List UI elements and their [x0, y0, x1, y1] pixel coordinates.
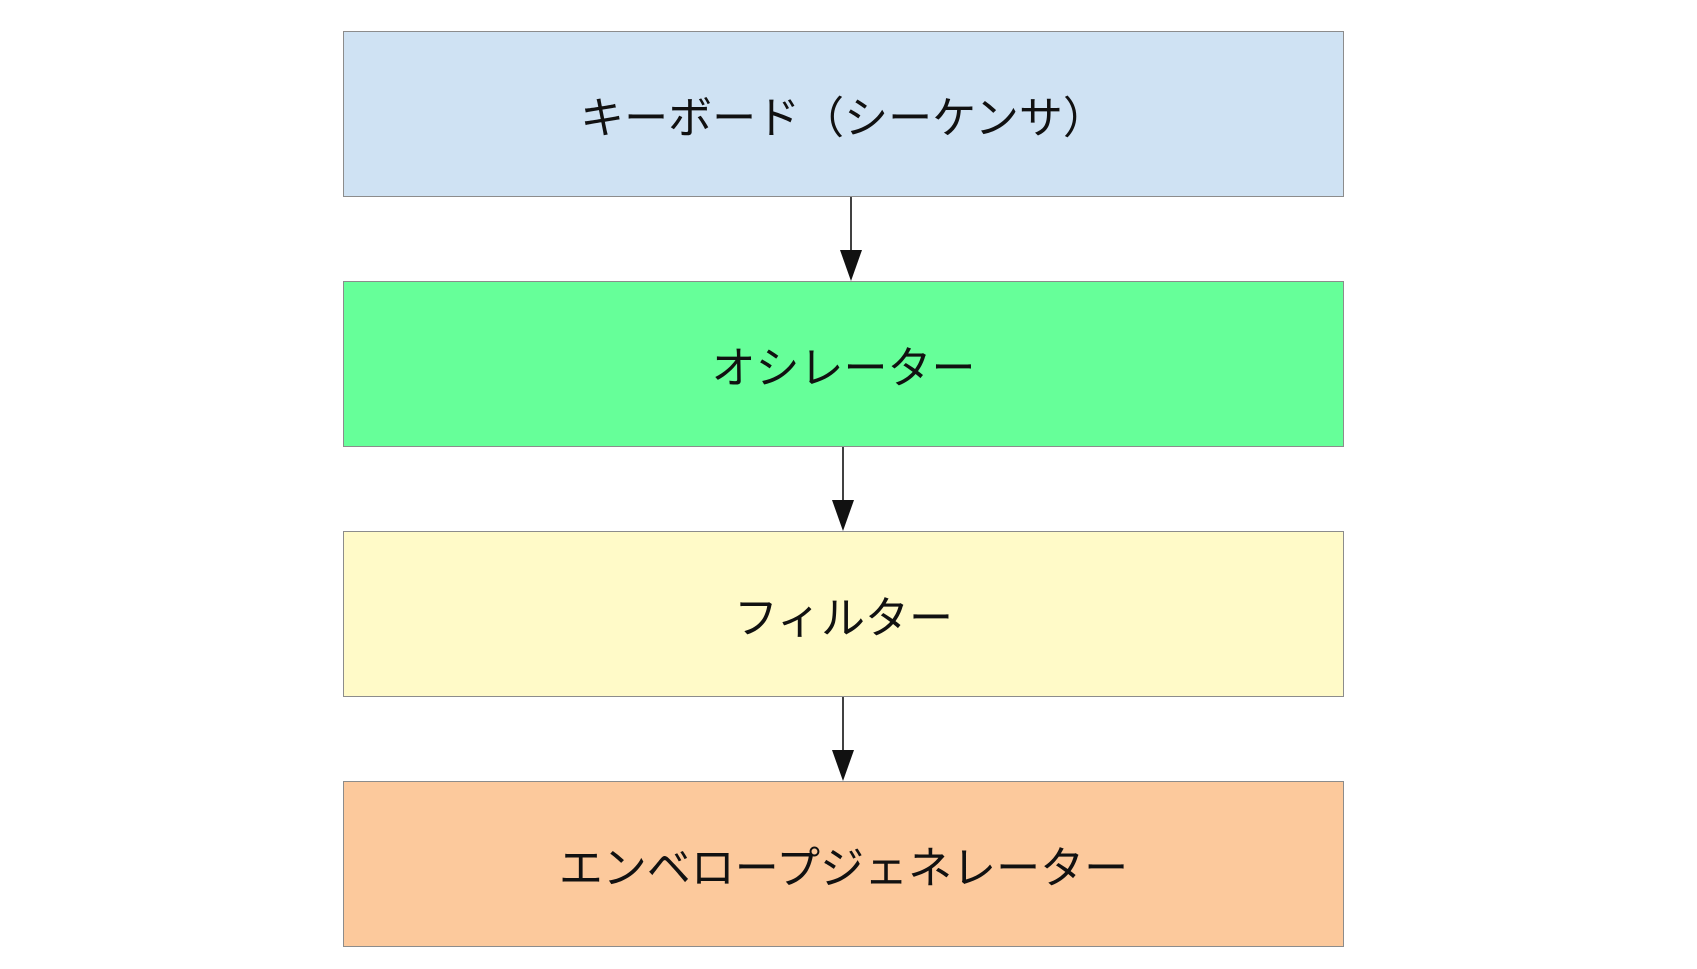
- oscillator-node: オシレーター: [343, 281, 1344, 447]
- oscillator-label: オシレーター: [711, 343, 976, 394]
- arrowhead-oscillator-to-filter: [832, 500, 854, 531]
- keyboard-sequencer-node: キーボード（シーケンサ）: [343, 31, 1344, 197]
- arrowhead-keyboard-to-oscillator: [840, 250, 862, 281]
- filter-label: フィルター: [733, 593, 954, 644]
- keyboard-sequencer-label: キーボード（シーケンサ）: [580, 93, 1107, 144]
- arrowhead-filter-to-envelope: [832, 750, 854, 781]
- envelope-generator-node: エンベロープジェネレーター: [343, 781, 1344, 947]
- filter-node: フィルター: [343, 531, 1344, 697]
- envelope-generator-label: エンベロープジェネレーター: [558, 843, 1129, 894]
